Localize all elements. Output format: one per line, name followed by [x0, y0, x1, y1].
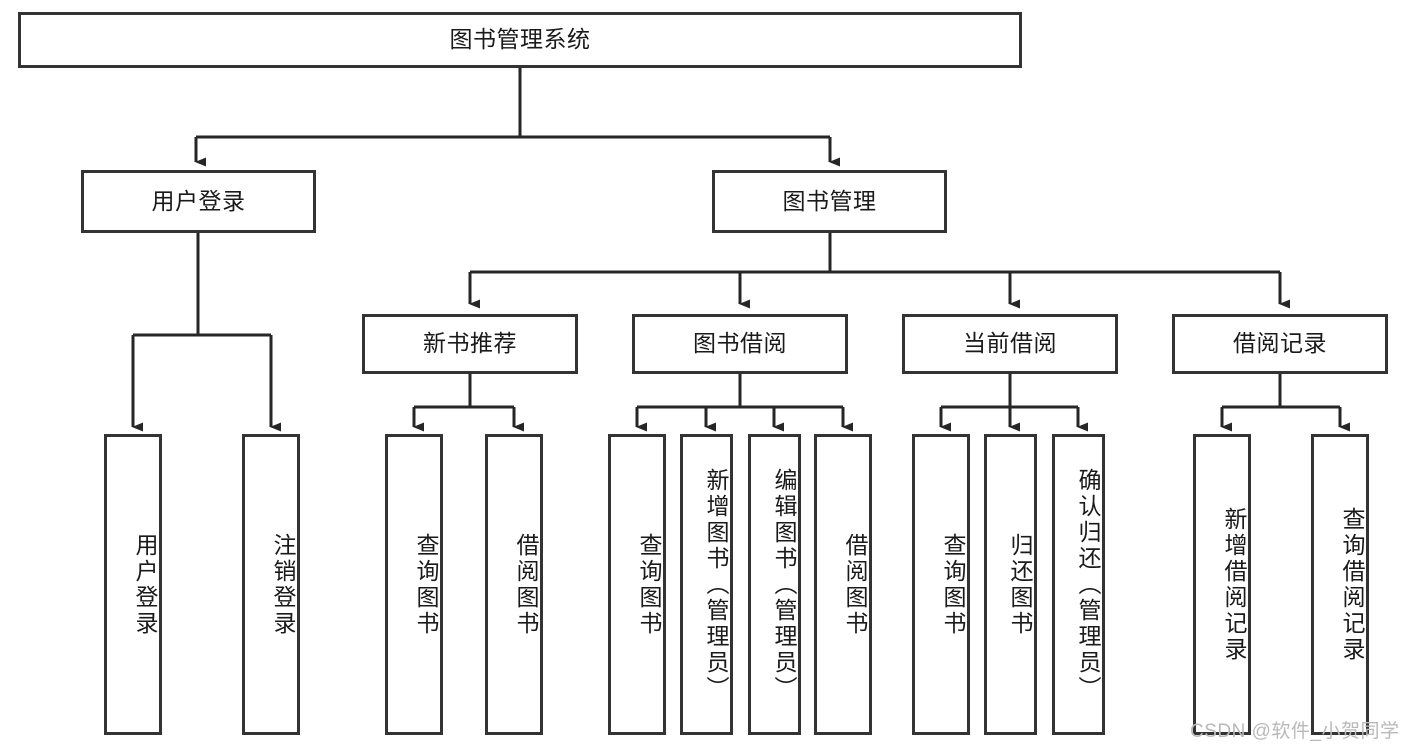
node-leaf-book-borrow-edit[interactable]: 编辑图书（管理员）	[748, 434, 801, 735]
node-leaf-user-login-signout[interactable]: 注销登录	[242, 434, 300, 735]
node-leaf-new-book-query[interactable]: 查询图书	[385, 434, 443, 735]
node-user-login[interactable]: 用户登录	[81, 170, 316, 233]
node-label: 查询借阅记录	[1339, 506, 1365, 663]
node-new-book-recommend[interactable]: 新书推荐	[362, 314, 578, 374]
node-book-management[interactable]: 图书管理	[712, 170, 947, 233]
node-label: 图书借阅	[693, 330, 787, 357]
node-root-system[interactable]: 图书管理系统	[18, 12, 1022, 68]
node-book-borrow[interactable]: 图书借阅	[632, 314, 848, 374]
node-leaf-book-borrow-query[interactable]: 查询图书	[608, 434, 666, 735]
node-leaf-borrow-record-add[interactable]: 新增借阅记录	[1193, 434, 1251, 735]
node-label: 当前借阅	[963, 330, 1057, 357]
node-label: 图书管理系统	[449, 26, 591, 53]
node-label: 借阅图书	[842, 532, 868, 637]
node-leaf-borrow-record-query[interactable]: 查询借阅记录	[1311, 434, 1369, 735]
node-label: 新增图书（管理员）	[703, 467, 729, 702]
node-label: 查询图书	[636, 532, 662, 637]
node-label: 用户登录	[132, 532, 158, 637]
node-label: 确认归还（管理员）	[1075, 467, 1101, 702]
node-label: 编辑图书（管理员）	[771, 467, 797, 702]
node-label: 注销登录	[270, 532, 296, 637]
node-leaf-new-book-borrow[interactable]: 借阅图书	[485, 434, 543, 735]
node-label: 查询图书	[413, 532, 439, 637]
node-borrow-record[interactable]: 借阅记录	[1172, 314, 1388, 374]
node-leaf-current-borrow-query[interactable]: 查询图书	[912, 434, 970, 735]
node-label: 查询图书	[940, 532, 966, 637]
node-leaf-user-login-signin[interactable]: 用户登录	[104, 434, 162, 735]
node-leaf-current-borrow-confirm[interactable]: 确认归还（管理员）	[1052, 434, 1105, 735]
node-label: 图书管理	[782, 187, 877, 214]
node-label: 借阅记录	[1233, 330, 1327, 357]
node-leaf-current-borrow-return[interactable]: 归还图书	[984, 434, 1037, 735]
node-label: 新书推荐	[423, 330, 517, 357]
node-label: 归还图书	[1007, 532, 1033, 637]
node-label: 借阅图书	[513, 532, 539, 637]
node-current-borrow[interactable]: 当前借阅	[902, 314, 1118, 374]
node-label: 用户登录	[151, 187, 246, 214]
node-leaf-book-borrow-borrow[interactable]: 借阅图书	[814, 434, 872, 735]
node-leaf-book-borrow-add[interactable]: 新增图书（管理员）	[680, 434, 733, 735]
node-label: 新增借阅记录	[1221, 506, 1247, 663]
